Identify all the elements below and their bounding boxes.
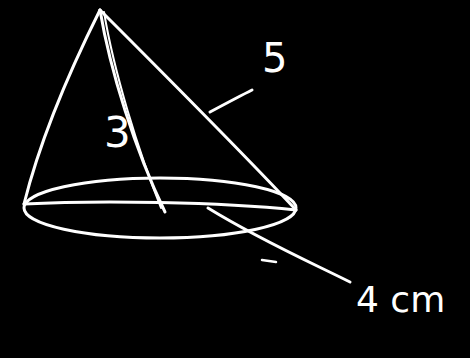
cone-left-side bbox=[24, 10, 100, 204]
height-label: 3 bbox=[104, 112, 131, 154]
tick-mark bbox=[262, 260, 276, 262]
radius-leader bbox=[208, 208, 350, 282]
height-line bbox=[100, 10, 165, 212]
slant-leader bbox=[210, 90, 252, 112]
slant-label: 5 bbox=[262, 38, 287, 78]
radius-label: 4 cm bbox=[356, 282, 445, 318]
height-line-shadow bbox=[104, 12, 161, 208]
